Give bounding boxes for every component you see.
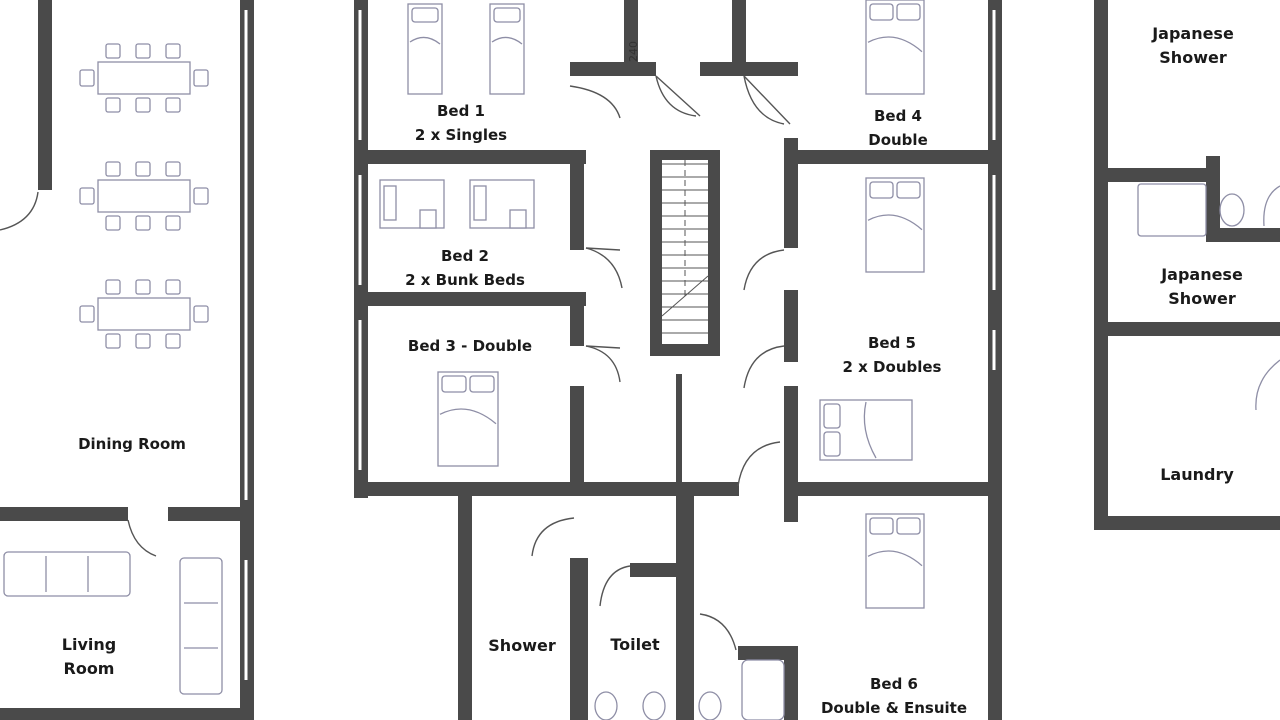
wall-segment [1094, 516, 1280, 530]
door-swing-icon [599, 565, 631, 607]
door-leaf [655, 75, 701, 117]
bed-icon [819, 399, 913, 461]
wall-segment [368, 292, 586, 306]
staircase-icon [650, 150, 720, 356]
toilet-icon [642, 691, 666, 720]
room-label-toilet: Toilet [610, 635, 660, 654]
dimension-label: 240 [627, 41, 640, 62]
door-swing-icon [737, 441, 781, 487]
wall-segment [732, 0, 746, 76]
wall-segment [570, 386, 584, 496]
door-swing-icon [569, 85, 621, 119]
wall-segment [1094, 168, 1206, 182]
toilet-icon [1219, 193, 1245, 227]
door-swing-icon [1255, 359, 1280, 411]
wall-segment [570, 150, 584, 250]
wall-segment [676, 496, 694, 720]
bed-icon [407, 3, 443, 95]
room-label-bed3: Bed 3 - Double [407, 337, 533, 355]
wall-segment [368, 150, 586, 164]
wall-segment [570, 292, 584, 346]
wall-segment [570, 62, 656, 76]
wall-segment [786, 150, 1002, 164]
door-leaf [585, 345, 621, 349]
bed-icon [437, 371, 499, 467]
wall-segment [38, 0, 52, 190]
room-label-shower: Shower [488, 636, 556, 655]
sink-icon [1137, 183, 1207, 237]
wall-segment [784, 646, 798, 720]
wall-segment [458, 496, 472, 720]
toilet-icon [698, 691, 722, 720]
sofa-icon [179, 557, 223, 695]
wall-segment [784, 386, 798, 522]
bed-icon [865, 0, 925, 95]
door-swing-icon [1263, 185, 1280, 227]
dining-table-icon [79, 161, 209, 231]
wall-segment [354, 482, 739, 496]
wall-segment [0, 708, 254, 720]
door-swing-icon [127, 519, 157, 557]
bunk-bed-icon [379, 179, 445, 229]
wall-segment [624, 0, 638, 76]
wall-segment [1206, 156, 1220, 242]
wall-segment [570, 558, 588, 720]
dining-table-icon [79, 43, 209, 113]
sofa-icon [3, 551, 131, 597]
stair-landing [661, 275, 709, 317]
door-swing-icon [585, 345, 621, 383]
door-swing-icon [585, 247, 623, 289]
bunk-bed-icon [469, 179, 535, 229]
door-swing-icon [0, 191, 39, 231]
bed-icon [865, 177, 925, 273]
wall-segment [168, 507, 254, 521]
wall-segment [1094, 0, 1108, 528]
door-swing-icon [699, 613, 737, 651]
wall-segment [700, 62, 798, 76]
wall-segment [738, 646, 798, 660]
door-swing-icon [743, 345, 785, 389]
door-swing-icon [743, 75, 785, 125]
wall-segment [1206, 228, 1280, 242]
doors [0, 75, 791, 651]
furniture [3, 0, 1280, 720]
wall-segment [676, 374, 682, 484]
door-leaf [585, 247, 621, 251]
wall-segment [784, 290, 798, 362]
dining-table-icon [79, 279, 209, 349]
wall-segment [784, 138, 798, 248]
room-label-laundry: Laundry [1160, 465, 1234, 484]
bed-icon [865, 513, 925, 609]
toilet-icon [594, 691, 618, 720]
wall-segment [784, 482, 1002, 496]
room-label-dining: Dining Room [78, 435, 186, 453]
bed-icon [489, 3, 525, 95]
door-leaf [743, 75, 791, 125]
door-swing-icon [531, 517, 575, 557]
door-swing-icon [655, 75, 697, 117]
bathtub-icon [741, 659, 785, 720]
wall-segment [1094, 322, 1280, 336]
wall-segment [0, 507, 128, 521]
door-swing-icon [743, 249, 785, 291]
wall-segment [630, 563, 682, 577]
